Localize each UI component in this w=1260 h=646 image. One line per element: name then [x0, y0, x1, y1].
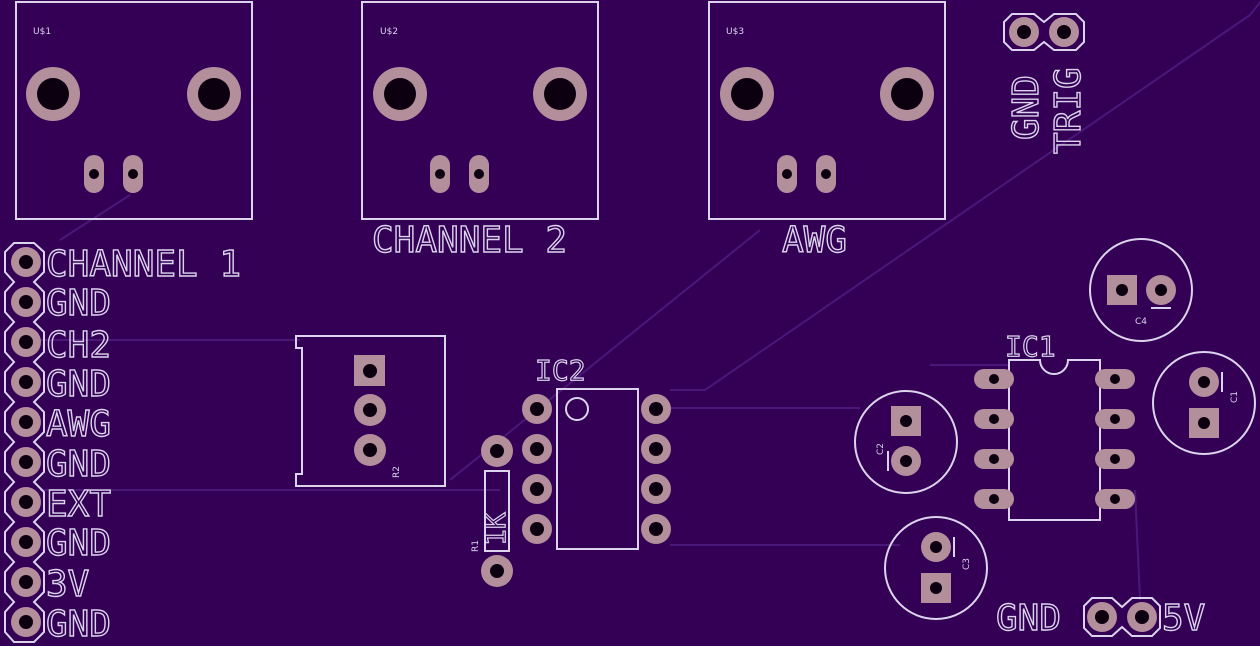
c3-label: C3 — [962, 558, 972, 570]
jack-u2-ref: U$2 — [380, 27, 398, 37]
power-header: GND 5V — [995, 597, 1206, 640]
ic1: IC1 — [974, 329, 1135, 521]
jack-u3-label: AWG — [782, 220, 847, 261]
r1-label: R1 — [471, 540, 481, 552]
jack-u2: U$2 CHANNEL 2 — [361, 1, 599, 262]
r1-value: 1K — [479, 512, 512, 546]
trig-header: GND TRIG — [1003, 13, 1090, 155]
jack-u1-ref: U$1 — [33, 27, 51, 37]
io-label-gnd-5: GND — [46, 604, 111, 645]
ic2: IC2 — [522, 353, 671, 550]
trig-header-gnd-label: GND — [1006, 75, 1047, 140]
capacitor-c1: C1 — [1152, 351, 1256, 455]
io-label-gnd-1: GND — [46, 283, 111, 324]
io-label-gnd-3: GND — [46, 444, 111, 485]
capacitor-c2: C2 — [854, 390, 958, 494]
jack-u3: U$3 AWG — [708, 1, 946, 262]
c1-label: C1 — [1230, 391, 1240, 403]
ic1-label: IC1 — [1005, 330, 1056, 363]
io-label-gnd-2: GND — [46, 364, 111, 405]
capacitor-c4: C4 — [1089, 238, 1193, 342]
trig-header-trig-label: TRIG — [1048, 67, 1089, 154]
power-5v-label: 5V — [1162, 598, 1205, 639]
io-label-gnd-4: GND — [46, 523, 111, 564]
io-header-pins — [11, 247, 41, 637]
io-label-3v: 3V — [46, 564, 89, 605]
resistor-r1: 1K R1 — [471, 435, 513, 587]
r2-label: R2 — [392, 466, 402, 478]
io-label-channel-1: CHANNEL 1 — [46, 244, 241, 285]
io-label-awg: AWG — [46, 404, 111, 445]
c2-label: C2 — [876, 443, 886, 455]
jack-u3-ref: U$3 — [726, 27, 744, 37]
ic2-label: IC2 — [535, 354, 586, 387]
jack-u1: U$1 — [15, 1, 253, 220]
trimmer-r2: R2 — [295, 335, 446, 487]
io-label-ch2: CH2 — [46, 325, 111, 366]
capacitor-c3: C3 — [884, 516, 988, 620]
jack-u2-label: CHANNEL 2 — [372, 220, 567, 261]
c4-label: C4 — [1135, 317, 1147, 327]
power-gnd-label: GND — [996, 598, 1061, 639]
io-label-ext: EXT — [46, 484, 111, 525]
io-header: CHANNEL 1 GND CH2 GND AWG GND EXT GND 3V… — [4, 242, 242, 646]
